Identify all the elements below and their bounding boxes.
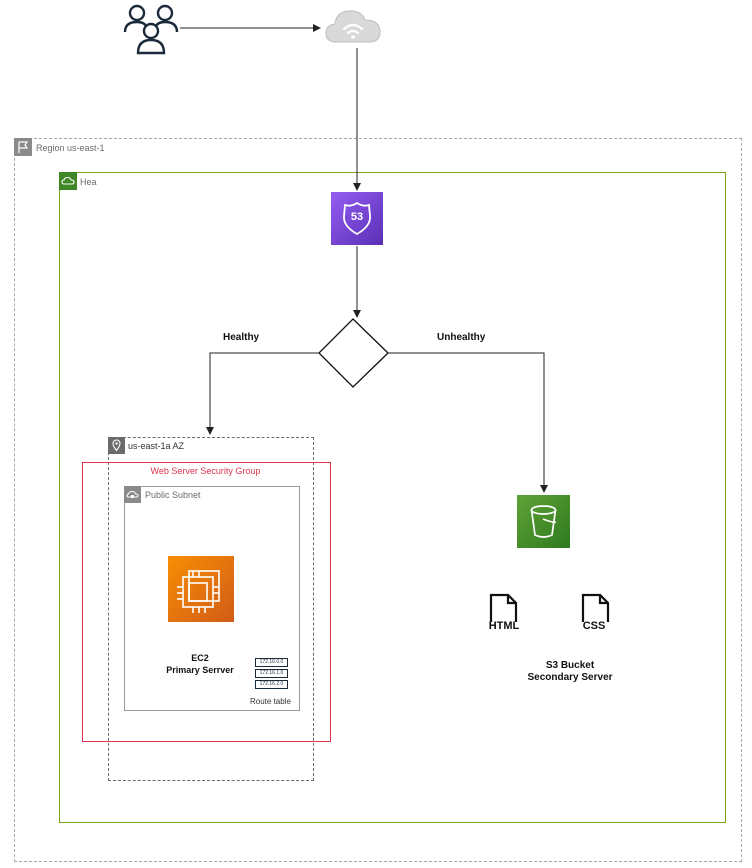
az-location-icon — [108, 437, 125, 454]
cloud-group-icon — [59, 172, 77, 190]
health-check-decision — [318, 318, 389, 388]
css-file-icon — [581, 593, 610, 622]
ec2-label-line1: EC2 — [191, 653, 209, 663]
region-flag-icon — [14, 138, 32, 156]
users-icon — [123, 4, 179, 55]
route53-icon: 53 — [331, 192, 383, 245]
health-group-label: Hea — [80, 177, 97, 187]
route53-badge-text: 53 — [350, 211, 364, 223]
health-group-container — [59, 172, 726, 823]
security-group-label: Web Server Security Group — [150, 466, 261, 476]
public-subnet-container — [124, 486, 300, 711]
ec2-instance-icon — [168, 556, 234, 622]
az-label: us-east-1a AZ — [128, 441, 185, 451]
healthy-label: Healthy — [223, 332, 260, 343]
html-file-label: HTML — [488, 620, 520, 632]
region-container — [14, 138, 742, 862]
route-table-icon: 172.16.0.0 172.16.1.0 172.16.2.0 — [255, 658, 288, 689]
s3-label-line1: S3 Bucket — [545, 660, 595, 671]
html-file-icon — [489, 593, 518, 622]
route-table-entry: 172.16.1.0 — [255, 669, 288, 678]
route-table-label: Route table — [250, 697, 291, 706]
internet-cloud-icon — [325, 10, 381, 43]
security-group-container — [82, 462, 331, 742]
healthy-path-arrow — [206, 352, 319, 435]
region-label: Region us-east-1 — [36, 143, 105, 153]
s3-label-line2: Secondary Server — [527, 672, 613, 683]
subnet-label: Public Subnet — [145, 490, 201, 500]
az-container — [108, 437, 314, 781]
unhealthy-label: Unhealthy — [437, 332, 486, 343]
subnet-lock-icon — [124, 486, 141, 503]
route-table-entry: 172.16.0.0 — [255, 658, 288, 667]
ec2-label-line2: Primary Serrver — [166, 665, 234, 675]
css-file-label: CSS — [582, 620, 606, 632]
route-table-entry: 172.16.2.0 — [255, 680, 288, 689]
s3-bucket-icon — [517, 495, 570, 548]
unhealthy-path-arrow — [388, 352, 548, 493]
